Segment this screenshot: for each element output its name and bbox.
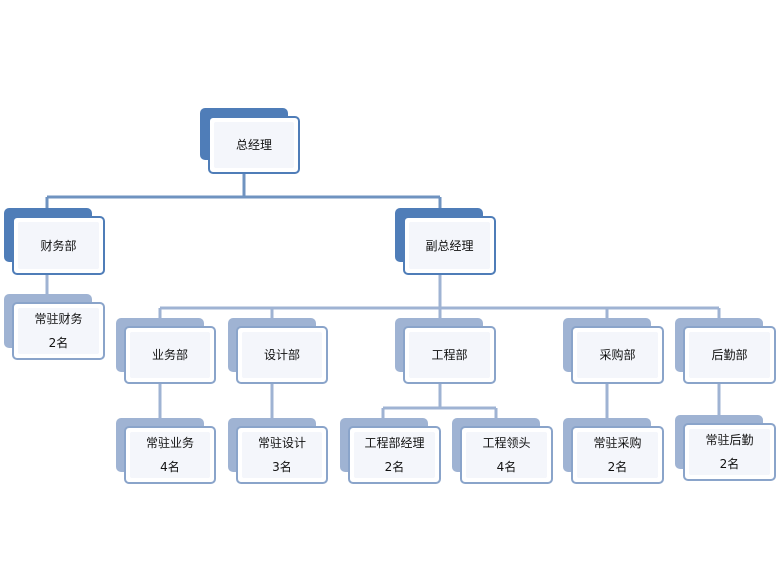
node-title: 工程部 [431, 348, 468, 362]
node-count: 2名 [719, 457, 740, 471]
node-title: 常驻财务 [34, 312, 83, 326]
node-title: 副总经理 [425, 238, 474, 253]
node-title: 后勤部 [711, 348, 748, 362]
node-count: 2名 [384, 460, 405, 474]
node-title: 工程部经理 [364, 436, 425, 450]
node-title: 常驻设计 [257, 436, 306, 450]
node-title: 常驻采购 [593, 436, 642, 450]
node-count: 3名 [272, 460, 292, 474]
node-title: 业务部 [151, 348, 188, 362]
node-count: 4名 [160, 460, 180, 474]
node-count: 4名 [496, 460, 517, 474]
node-count: 2名 [607, 460, 628, 474]
node-count: 2名 [48, 336, 69, 350]
node-title: 设计部 [263, 348, 300, 362]
node-title: 常驻后勤 [705, 433, 754, 447]
node-title: 采购部 [599, 348, 636, 362]
node-title: 工程领头 [482, 436, 531, 450]
node-title: 常驻业务 [145, 436, 194, 450]
node-title: 财务部 [40, 238, 77, 253]
node-title: 总经理 [235, 138, 272, 152]
